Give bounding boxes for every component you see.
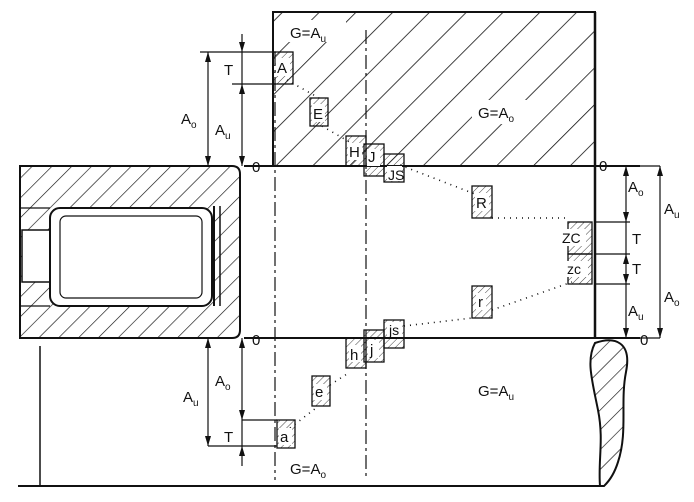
region-label-g-ao-bottom: G=Ao [290,461,326,481]
field-label-e: e [315,384,323,401]
svg-text:T: T [632,261,641,278]
region-label-g-au-bottom: G=Au [478,383,514,403]
dim-label-T-upper: T [224,62,233,79]
svg-text:Ao: Ao [181,111,197,131]
field-label-js: js [388,322,399,338]
zero-label-lower-left: 0 [252,332,260,349]
field-labels: A E H J JS R ZC zc r js j h e a [277,60,581,446]
dim-label-T-right-top: T [632,231,641,248]
dim-label-Ao-upper: Ao [181,111,197,131]
field-label-E: E [313,106,323,123]
field-label-A: A [277,60,287,77]
svg-text:G=Au: G=Au [478,383,514,403]
svg-text:Ao: Ao [664,289,680,309]
field-label-zc: zc [567,261,581,277]
svg-text:Au: Au [215,122,231,142]
dim-label-Ao-right-top: Ao [628,179,644,199]
region-label-g-au-top: G=Au [284,20,346,45]
dim-label-Ao-right-bottom: Ao [664,289,680,309]
dimension-lines [200,34,661,466]
field-label-J: J [368,149,376,166]
field-label-r: r [478,294,483,311]
dim-label-Au-right-bottom: Au [628,303,644,323]
shaft-break-section [589,339,629,487]
region-label-g-ao-top: G=Ao [472,100,536,125]
svg-text:Au: Au [628,303,644,323]
field-label-j: j [369,342,373,359]
field-label-h: h [350,347,358,364]
field-label-a: a [280,429,289,446]
field-label-H: H [349,144,360,161]
svg-text:Au: Au [183,389,199,409]
zero-label-upper-right: 0 [599,158,607,175]
svg-text:T: T [224,429,233,446]
dimension-arrows [205,42,663,456]
dim-label-Au-lower: Au [183,389,199,409]
svg-text:Ao: Ao [628,179,644,199]
dim-label-Ao-lower: Ao [215,373,231,393]
svg-text:G=Ao: G=Ao [290,461,326,481]
svg-text:Ao: Ao [215,373,231,393]
bearing-section [19,165,241,339]
field-label-ZC: ZC [562,230,581,246]
field-label-JS: JS [388,167,404,183]
svg-text:G=Ao: G=Ao [478,105,514,125]
dim-label-Au-right-top: Au [664,201,680,221]
dim-label-T-right-bottom: T [632,261,641,278]
zero-label-lower-right: 0 [640,332,648,349]
dim-label-T-lower: T [224,429,233,446]
svg-text:G=Au: G=Au [290,25,326,45]
svg-text:Au: Au [664,201,680,221]
field-label-R: R [476,195,487,212]
svg-text:T: T [632,231,641,248]
svg-text:T: T [224,62,233,79]
dim-label-Au-upper: Au [215,122,231,142]
zero-label-upper-left: 0 [252,159,260,176]
